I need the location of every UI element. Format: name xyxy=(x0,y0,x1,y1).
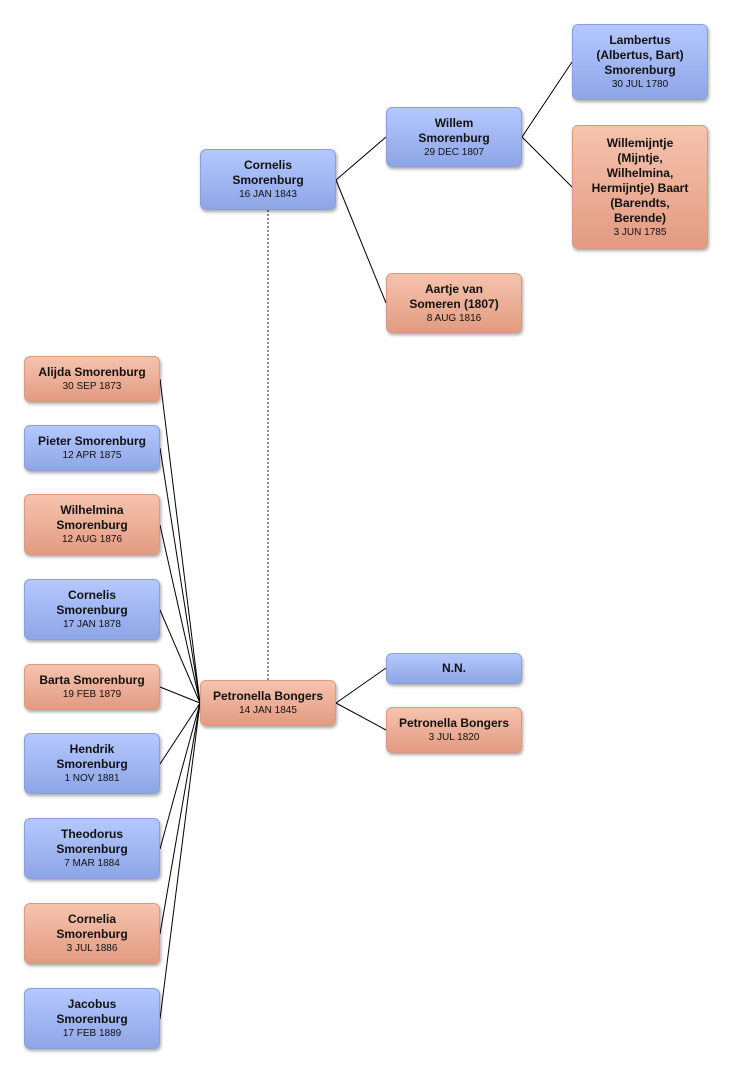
person-lambertus[interactable]: Lambertus (Albertus, Bart) Smorenburg 30… xyxy=(572,24,708,100)
person-name: Wilhelmina Smorenburg xyxy=(56,503,128,532)
person-date: 30 JUL 1780 xyxy=(611,79,669,90)
line-child-cornelis xyxy=(159,609,201,704)
line-willem-willemijntje xyxy=(521,136,573,188)
person-cornelis-father[interactable]: Cornelis Smorenburg 16 JAN 1843 xyxy=(200,149,336,210)
person-aartje[interactable]: Aartje van Someren (1807) 8 AUG 1816 xyxy=(386,273,522,333)
person-name: Petronella Bongers xyxy=(398,716,510,730)
person-date: 16 JAN 1843 xyxy=(239,189,297,200)
person-date: 30 SEP 1873 xyxy=(62,381,122,392)
line-willem-lambertus xyxy=(521,61,573,138)
line-cornelis-aartje xyxy=(335,179,387,304)
person-alijda[interactable]: Alijda Smorenburg 30 SEP 1873 xyxy=(24,356,160,402)
person-nn[interactable]: N.N. xyxy=(386,653,522,684)
person-date: 3 JUN 1785 xyxy=(613,226,667,238)
person-name: Willemijntje (Mijntje, Wilhelmina, Hermi… xyxy=(591,135,689,225)
person-jacobus[interactable]: Jacobus Smorenburg 17 FEB 1889 xyxy=(24,988,160,1049)
line-child-jacobus xyxy=(159,702,201,1020)
person-name: Alijda Smorenburg xyxy=(38,365,146,379)
line-cornelis-willem xyxy=(335,136,387,181)
person-date: 17 JAN 1878 xyxy=(63,619,121,630)
person-wilhelmina[interactable]: Wilhelmina Smorenburg 12 AUG 1876 xyxy=(24,494,160,555)
person-name: Theodorus Smorenburg xyxy=(56,827,128,856)
person-willemijntje[interactable]: Willemijntje (Mijntje, Wilhelmina, Hermi… xyxy=(572,125,708,249)
person-hendrik[interactable]: Hendrik Smorenburg 1 NOV 1881 xyxy=(24,733,160,794)
person-name: Petronella Bongers xyxy=(212,689,324,703)
person-date: 8 AUG 1816 xyxy=(426,312,482,324)
person-name: Barta Smorenburg xyxy=(39,673,145,687)
line-child-hendrik xyxy=(159,702,201,765)
person-date: 19 FEB 1879 xyxy=(62,689,122,700)
line-child-pieter xyxy=(159,447,201,704)
person-name: N.N. xyxy=(442,661,466,675)
person-date: 17 FEB 1889 xyxy=(62,1028,122,1039)
person-name: Aartje van Someren (1807) xyxy=(409,281,499,311)
person-name: Cornelia Smorenburg xyxy=(56,912,128,941)
line-child-alijda xyxy=(159,378,201,704)
person-name: Jacobus Smorenburg xyxy=(56,997,128,1026)
line-child-wilhelmina xyxy=(159,524,201,704)
person-date: 3 JUL 1886 xyxy=(66,943,118,954)
person-name: Cornelis Smorenburg xyxy=(56,588,128,617)
person-date: 7 MAR 1884 xyxy=(64,858,120,869)
line-child-barta xyxy=(159,686,201,704)
person-willem[interactable]: Willem Smorenburg 29 DEC 1807 xyxy=(386,107,522,167)
person-date: 3 JUL 1820 xyxy=(428,732,480,743)
person-theodorus[interactable]: Theodorus Smorenburg 7 MAR 1884 xyxy=(24,818,160,879)
person-date: 1 NOV 1881 xyxy=(64,773,120,784)
line-child-theodorus xyxy=(159,702,201,850)
person-pieter[interactable]: Pieter Smorenburg 12 APR 1875 xyxy=(24,425,160,471)
person-date: 29 DEC 1807 xyxy=(423,146,485,158)
person-name: Hendrik Smorenburg xyxy=(56,742,128,771)
person-name: Willem Smorenburg xyxy=(418,115,490,145)
person-date: 14 JAN 1845 xyxy=(239,705,297,716)
person-date: 12 AUG 1876 xyxy=(61,534,123,545)
line-petronella-mother xyxy=(335,702,387,731)
person-cornelis-child[interactable]: Cornelis Smorenburg 17 JAN 1878 xyxy=(24,579,160,640)
line-child-cornelia xyxy=(159,702,201,935)
person-name: Lambertus (Albertus, Bart) Smorenburg xyxy=(596,33,684,77)
person-cornelia[interactable]: Cornelia Smorenburg 3 JUL 1886 xyxy=(24,903,160,964)
person-date: 12 APR 1875 xyxy=(62,450,122,461)
person-petronella-mother[interactable]: Petronella Bongers 3 JUL 1820 xyxy=(386,707,522,753)
person-name: Pieter Smorenburg xyxy=(37,434,147,448)
line-petronella-nn xyxy=(335,667,387,704)
person-petronella[interactable]: Petronella Bongers 14 JAN 1845 xyxy=(200,680,336,726)
person-name: Cornelis Smorenburg xyxy=(232,158,304,187)
person-barta[interactable]: Barta Smorenburg 19 FEB 1879 xyxy=(24,664,160,710)
